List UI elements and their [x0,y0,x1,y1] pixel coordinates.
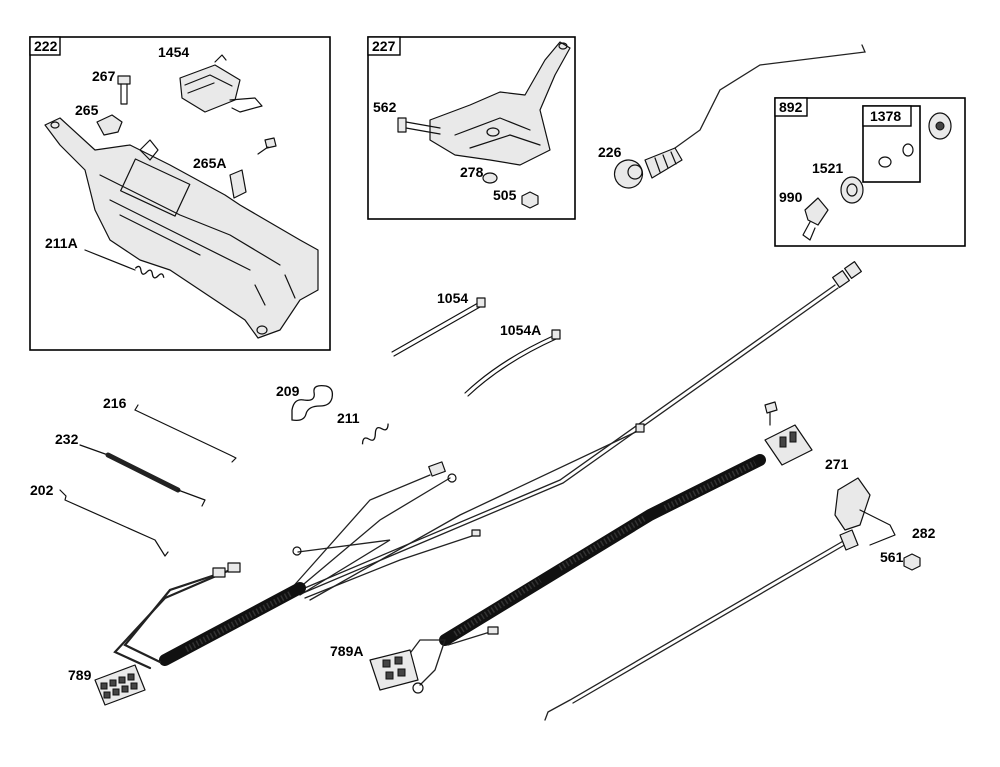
group-1378-tag [862,105,912,127]
callout-271: 271 [825,456,849,472]
callout-561: 561 [880,549,904,565]
part-1054-cable-tie: 1054 [391,290,486,357]
group-227-tag [367,36,401,56]
callout-990: 990 [779,189,803,205]
part-789A-top-connector [764,401,813,466]
part-789A-wire-harness: 789A [330,401,813,694]
part-271-throttle-cable: 271 [544,456,896,721]
part-265-clip [96,114,123,136]
part-265A-plate [229,169,247,199]
callout-227: 227 [372,38,396,54]
group-227: 227 562 278 505 [367,36,576,220]
callout-282: 282 [912,525,936,541]
part-screw-small [257,137,277,155]
callout-1054A: 1054A [500,322,541,338]
callout-211A: 211A [45,235,78,251]
part-789-connector [94,664,146,706]
callout-892: 892 [779,99,803,115]
callout-209: 209 [276,383,300,399]
group-222-tag [29,36,61,56]
callout-1054: 1054 [437,290,468,306]
part-202-link: 202 [30,482,169,557]
group-222: 222 [29,36,331,351]
callout-216: 216 [103,395,127,411]
callout-505: 505 [493,187,517,203]
group-892: 892 1378 1521 990 [774,97,966,247]
callout-1378: 1378 [870,108,901,124]
control-bracket [44,117,319,339]
callout-267: 267 [92,68,116,84]
callout-1521: 1521 [812,160,843,176]
callout-789: 789 [68,667,92,683]
group-227-frame [367,36,576,220]
callout-278: 278 [460,164,484,180]
throttle-bracket [429,41,571,166]
callout-1454: 1454 [158,44,189,60]
callout-265A: 265A [193,155,226,171]
part-209-spring: 209 [276,383,334,422]
part-226-choke-cable: 226 [598,44,866,189]
part-211A-spring [84,249,165,279]
part-1454-switch [179,54,263,113]
part-789A-connector [369,649,419,691]
callout-202: 202 [30,482,54,498]
part-1521-nut [840,176,864,204]
callout-232: 232 [55,431,79,447]
part-561-nut [903,553,921,571]
part-216-link: 216 [103,395,237,463]
callout-789A: 789A [330,643,363,659]
part-1378-ring-b [902,143,914,157]
callout-211: 211 [337,410,360,426]
part-232-spring: 232 [55,431,206,507]
callout-265: 265 [75,102,99,118]
callout-222: 222 [34,38,58,54]
part-267-screw [117,75,131,105]
part-505-nut [521,191,539,209]
group-222-frame [29,36,331,351]
part-1054A-cable-tie: 1054A [464,322,561,397]
callout-226: 226 [598,144,622,160]
part-1378-ring-a [878,156,892,168]
part-789-wire-harness: 789 [68,261,862,706]
callout-562: 562 [373,99,397,115]
group-892-tag [774,97,808,117]
part-990-key [802,197,829,241]
part-211-spring: 211 [337,410,389,445]
ignition-switch [928,112,952,140]
part-562-bolt [397,117,441,135]
group-892-frame [774,97,966,247]
part-278-washer [482,172,498,184]
